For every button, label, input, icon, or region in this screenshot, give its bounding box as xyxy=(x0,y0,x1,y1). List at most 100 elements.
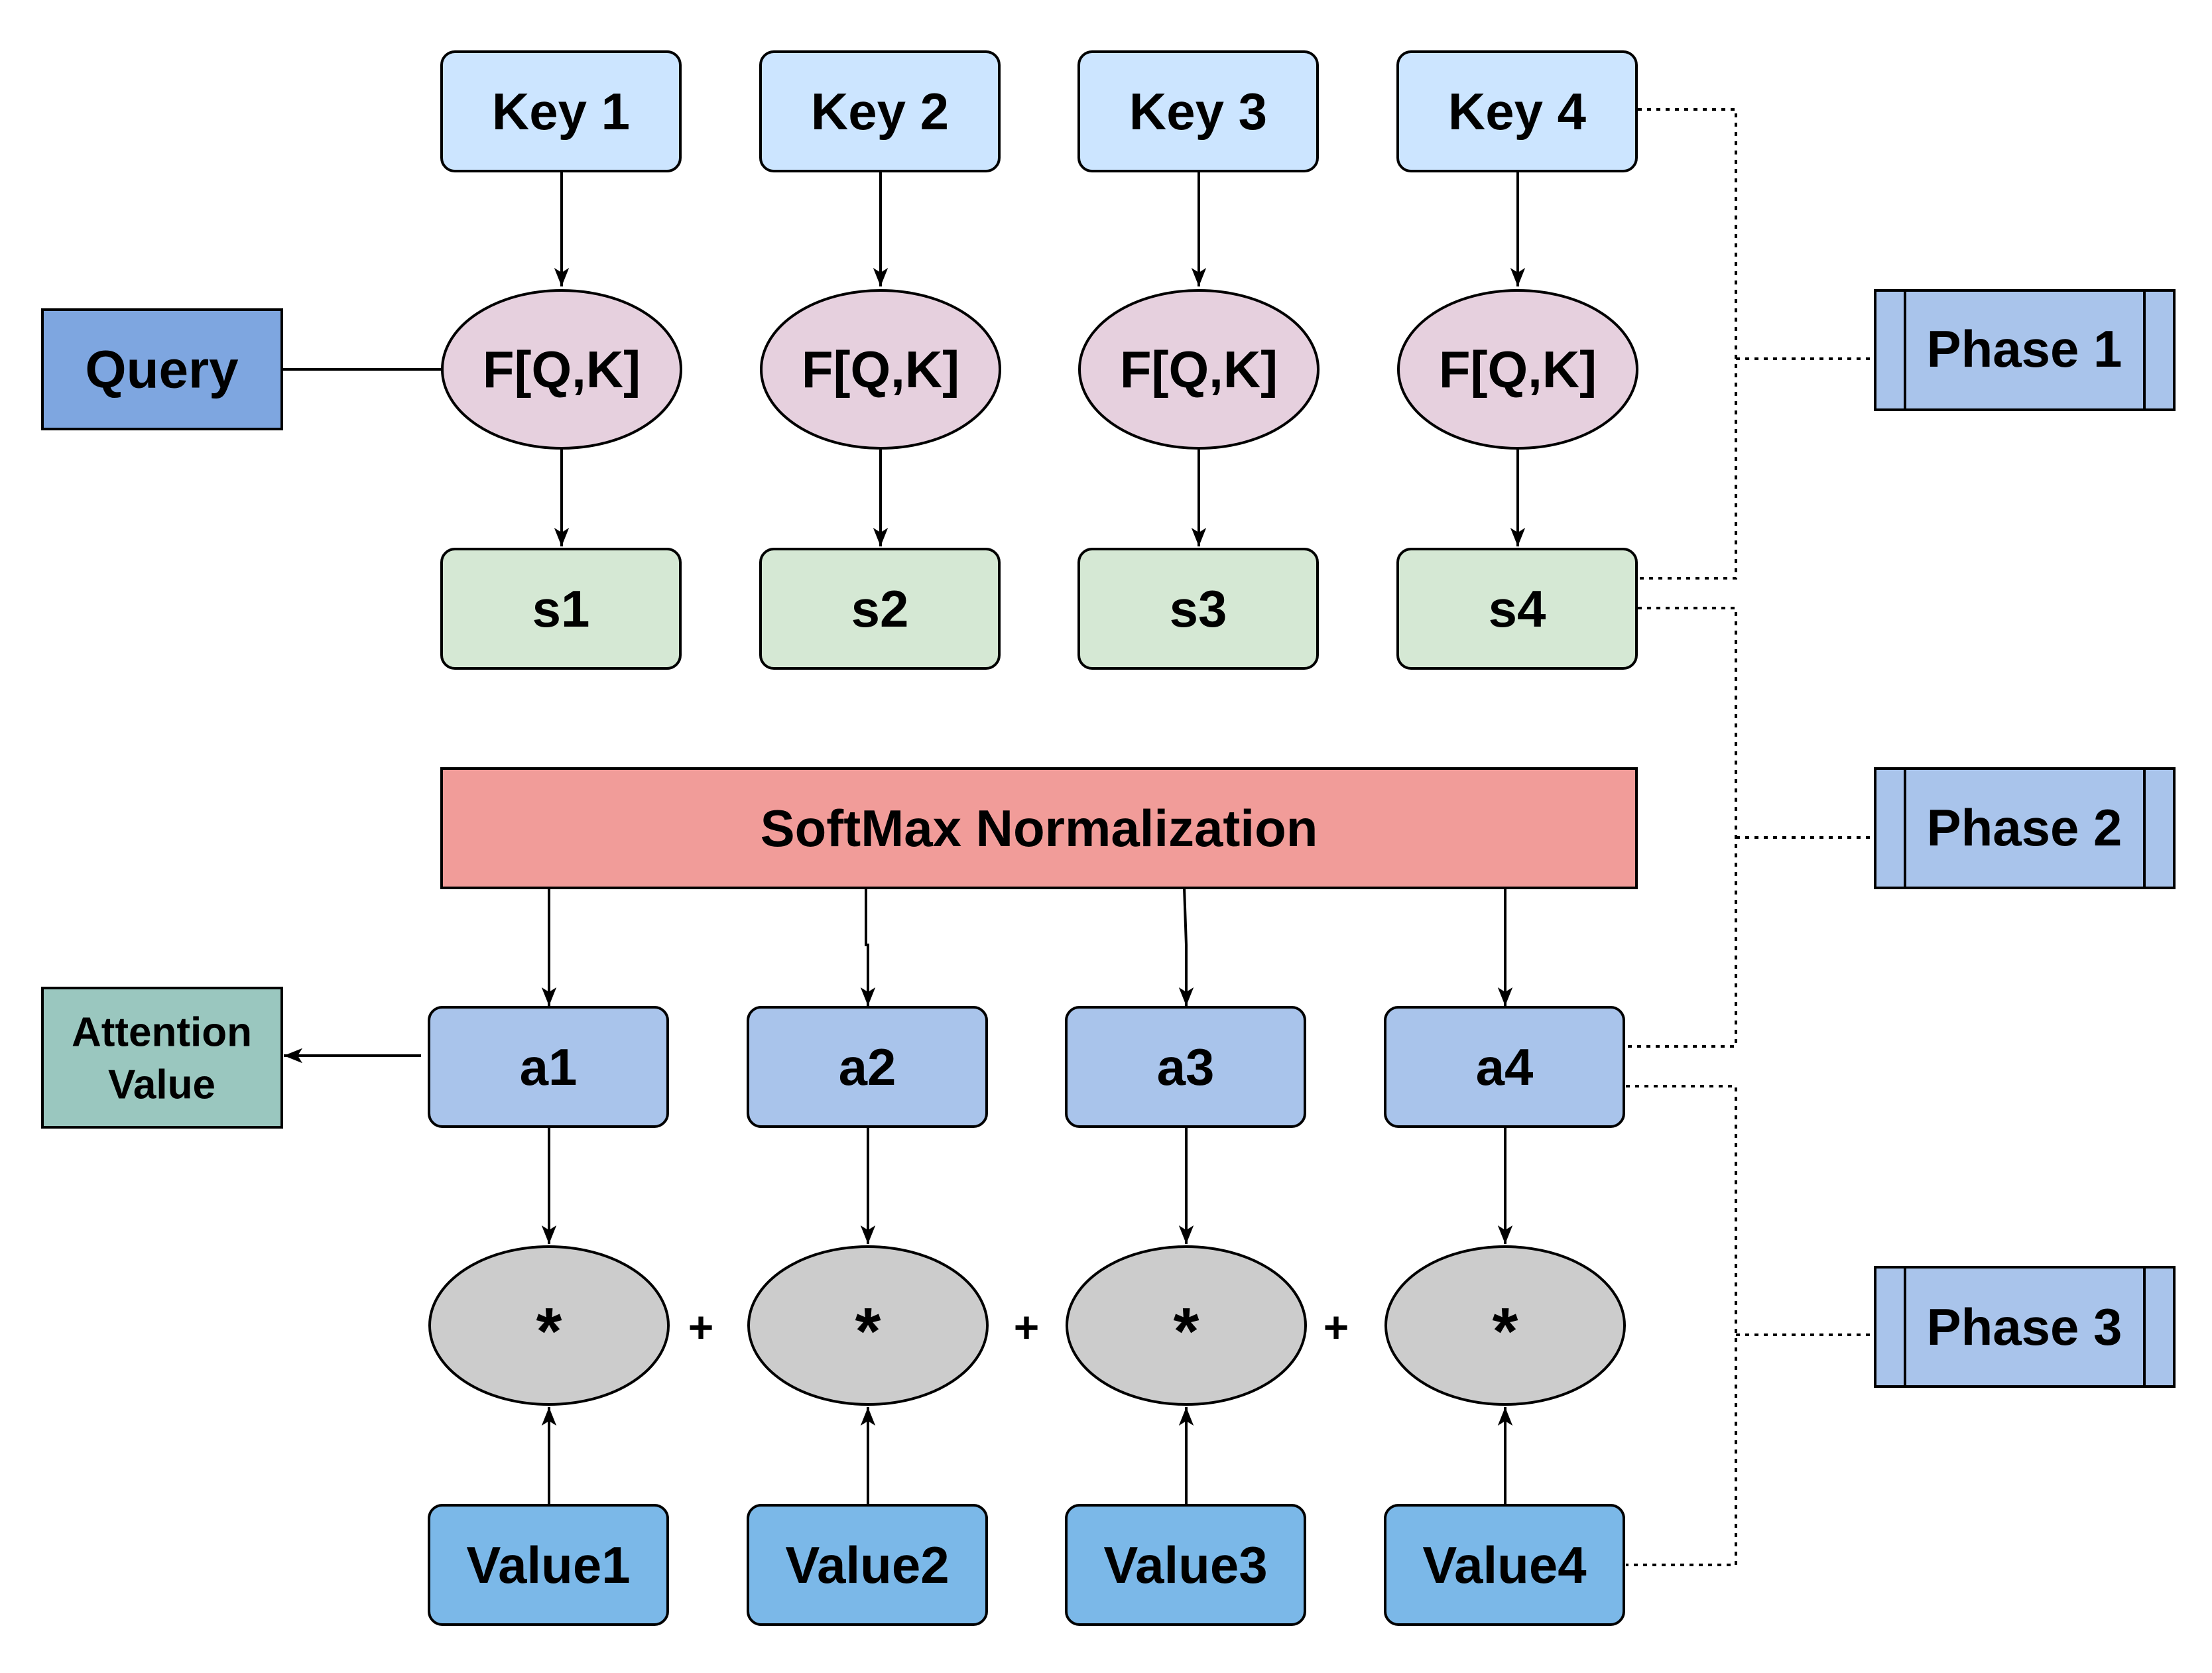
key-label: Key 2 xyxy=(811,82,949,141)
attention-value-label-line2: Value xyxy=(108,1062,215,1108)
score-fn-label: F[Q,K] xyxy=(483,340,641,399)
weight-box xyxy=(747,1006,988,1128)
key-box xyxy=(1396,50,1638,172)
phase3-bracket xyxy=(1626,1085,1737,1566)
query-box xyxy=(41,308,283,430)
phase-label: Phase 1 xyxy=(1927,320,2122,378)
score-fn-node-2: F[Q,K] xyxy=(760,289,1001,450)
value-node-3: Value3 xyxy=(1065,1504,1306,1626)
weight-label: a4 xyxy=(1476,1038,1534,1096)
score-fn-label: F[Q,K] xyxy=(1120,340,1278,399)
multiply-ellipse xyxy=(428,1245,670,1406)
multiply-node-2: * xyxy=(747,1245,989,1406)
value-label: Value3 xyxy=(1103,1536,1267,1594)
weight-box xyxy=(428,1006,669,1128)
value-box xyxy=(1384,1504,1625,1626)
key-box xyxy=(1077,50,1319,172)
score-label: s2 xyxy=(851,580,909,638)
multiply-label: * xyxy=(855,1294,881,1369)
value-node-4: Value4 xyxy=(1384,1504,1625,1626)
weight-label: a1 xyxy=(520,1038,578,1096)
score-label: s4 xyxy=(1489,580,1546,638)
score-fn-node-3: F[Q,K] xyxy=(1078,289,1320,450)
value-box xyxy=(747,1504,988,1626)
value-label: Value4 xyxy=(1422,1536,1586,1594)
multiply-node-1: * xyxy=(428,1245,670,1406)
connectors xyxy=(282,171,1526,1504)
key-box xyxy=(440,50,682,172)
plus-sign-1: + xyxy=(688,1302,714,1351)
phase-node-2: Phase 2 xyxy=(1874,767,2176,889)
multiply-label: * xyxy=(536,1294,562,1369)
score-fn-ellipse xyxy=(1397,289,1638,450)
multiply-label: * xyxy=(1174,1294,1199,1369)
weight-node-3: a3 xyxy=(1065,1006,1306,1128)
query-node: Query xyxy=(41,308,283,430)
score-label: s1 xyxy=(532,580,590,638)
score-node-4: s4 xyxy=(1396,548,1638,670)
key-node-3: Key 3 xyxy=(1077,50,1319,172)
value-box xyxy=(428,1504,669,1626)
query-label: Query xyxy=(85,340,239,399)
key-label: Key 3 xyxy=(1129,82,1267,141)
phase-label: Phase 3 xyxy=(1927,1298,2122,1356)
value-label: Value1 xyxy=(466,1536,630,1594)
plus-sign-2: + xyxy=(1014,1302,1040,1351)
value-node-1: Value1 xyxy=(428,1504,669,1626)
phase-box xyxy=(1874,1266,2176,1388)
score-box xyxy=(1396,548,1638,670)
attention-value-box xyxy=(41,987,283,1129)
attention-value-label-line1: Attention xyxy=(72,1010,252,1056)
arrow-softmax-a3 xyxy=(1178,887,1194,1006)
multiply-ellipse xyxy=(1066,1245,1307,1406)
phase-box xyxy=(1874,767,2176,889)
score-fn-label: F[Q,K] xyxy=(1439,340,1597,399)
key-node-4: Key 4 xyxy=(1396,50,1638,172)
phase-node-1: Phase 1 xyxy=(1874,289,2176,411)
multiply-node-3: * xyxy=(1066,1245,1307,1406)
score-node-1: s1 xyxy=(440,548,682,670)
score-fn-label: F[Q,K] xyxy=(802,340,959,399)
plus-sign-3: + xyxy=(1323,1302,1349,1351)
score-node-2: s2 xyxy=(759,548,1001,670)
key-row: Key 1 Key 2 Key 3 Key 4 xyxy=(440,50,1638,172)
phase-brackets xyxy=(1626,108,1874,1566)
multiply-label: * xyxy=(1493,1294,1518,1369)
phase-column: Phase 1 Phase 2 Phase 3 xyxy=(1874,289,2176,1388)
score-fn-ellipse xyxy=(1078,289,1320,450)
phase2-bracket xyxy=(1626,607,1737,1048)
weight-node-2: a2 xyxy=(747,1006,988,1128)
arrow-softmax-a2 xyxy=(860,888,876,1006)
weight-row: a1 a2 a3 a4 xyxy=(428,1006,1625,1128)
multiply-row: * * * * + + + xyxy=(428,1245,1626,1406)
softmax-node: SoftMax Normalization xyxy=(440,767,1638,889)
score-row: s1 s2 s3 s4 xyxy=(440,548,1638,670)
value-row: Value1 Value2 Value3 Value4 xyxy=(428,1504,1625,1626)
value-node-2: Value2 xyxy=(747,1504,988,1626)
value-label: Value2 xyxy=(785,1536,949,1594)
key-box xyxy=(759,50,1001,172)
phase-label: Phase 2 xyxy=(1927,798,2122,857)
score-node-3: s3 xyxy=(1077,548,1319,670)
weight-box xyxy=(1384,1006,1625,1128)
value-box xyxy=(1065,1504,1306,1626)
score-box xyxy=(1077,548,1319,670)
multiply-ellipse xyxy=(747,1245,989,1406)
weight-label: a3 xyxy=(1157,1038,1215,1096)
score-fn-ellipse xyxy=(760,289,1001,450)
key-node-2: Key 2 xyxy=(759,50,1001,172)
weight-box xyxy=(1065,1006,1306,1128)
key-label: Key 4 xyxy=(1448,82,1586,141)
attention-value-node: Attention Value xyxy=(41,987,283,1129)
weight-node-1: a1 xyxy=(428,1006,669,1128)
score-fn-node-1: F[Q,K] xyxy=(441,289,682,450)
phase1-bracket xyxy=(1638,108,1737,580)
score-label: s3 xyxy=(1170,580,1227,638)
score-fn-row: F[Q,K] F[Q,K] F[Q,K] F[Q,K] xyxy=(441,289,1638,450)
key-label: Key 1 xyxy=(492,82,630,141)
weight-node-4: a4 xyxy=(1384,1006,1625,1128)
phase-box xyxy=(1874,289,2176,411)
score-fn-ellipse xyxy=(441,289,682,450)
score-box xyxy=(759,548,1001,670)
